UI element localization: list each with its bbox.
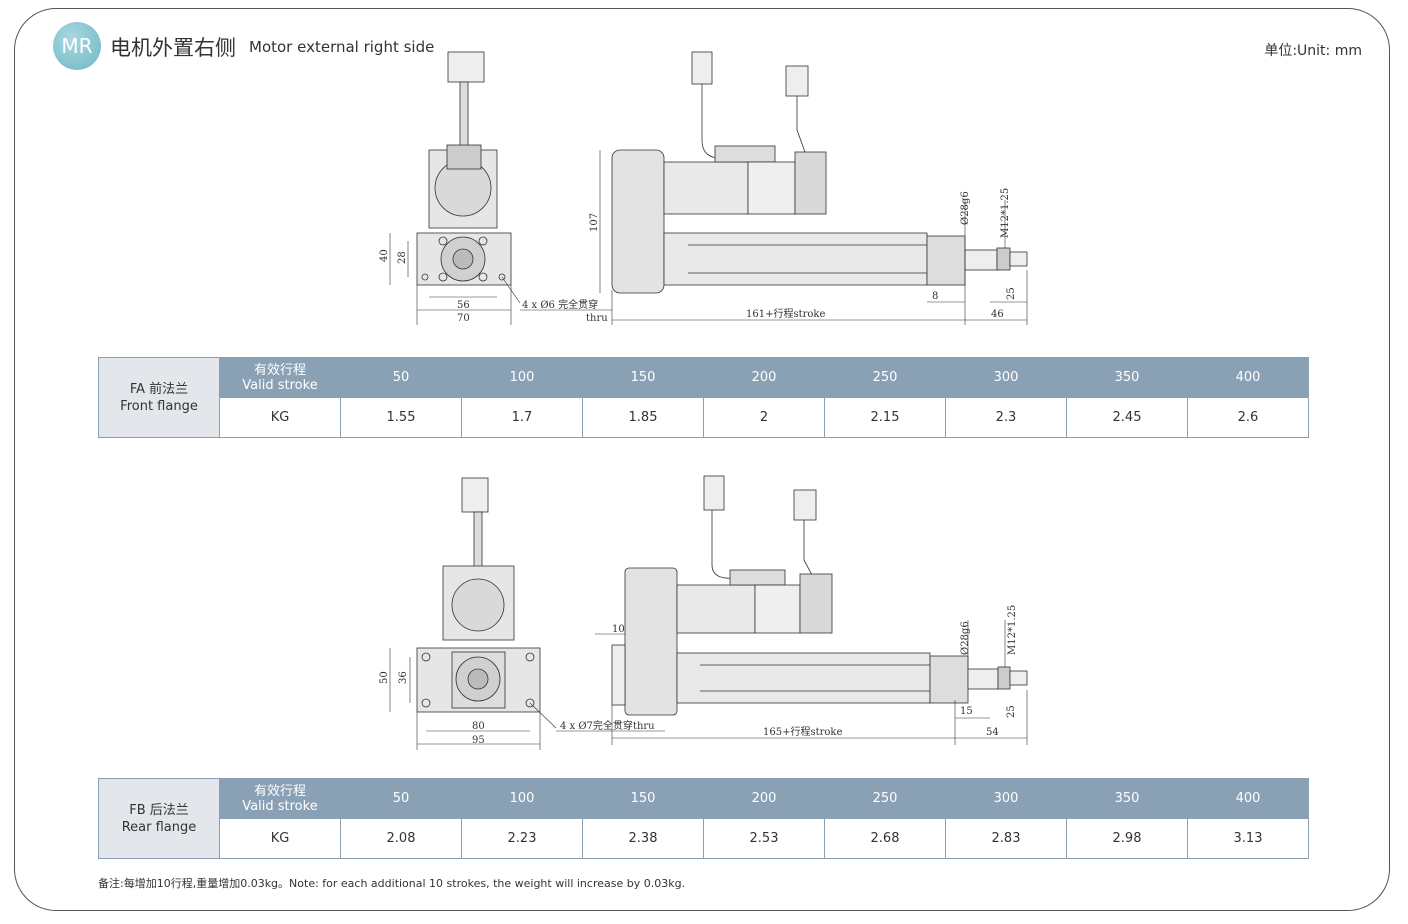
fa-dim-40: 40 [379, 249, 390, 262]
fa-end-view [416, 51, 512, 286]
fb-shaft: Ø28g6 [960, 621, 971, 655]
stroke-cell: 250 [824, 357, 946, 398]
unit-label: 单位:Unit: mm [1264, 43, 1362, 59]
fa-dim-28: 28 [397, 251, 408, 264]
weight-cell: 2.45 [1066, 397, 1188, 438]
stroke-header: 有效行程 Valid stroke [219, 357, 341, 398]
page-frame [14, 8, 1390, 911]
stroke-header-en: Valid stroke [242, 377, 318, 393]
fb-dim-36: 36 [398, 671, 409, 684]
fa-weight-table: FA 前法兰 Front flange 有效行程 Valid stroke 50… [98, 357, 1309, 438]
fb-label: FB 后法兰 Rear flange [98, 778, 220, 859]
table-row: KG 1.55 1.7 1.85 2 2.15 2.3 2.45 2.6 [99, 397, 1309, 438]
fa-dim-8: 8 [932, 291, 938, 302]
fa-thread: M12*1.25 [1000, 188, 1011, 238]
weight-cell: 2.6 [1187, 397, 1309, 438]
weight-cell: 2.3 [945, 397, 1067, 438]
stroke-cell: 150 [582, 778, 704, 819]
stroke-cell: 100 [461, 778, 583, 819]
fa-label: FA 前法兰 Front flange [98, 357, 220, 438]
fa-dimensions [389, 150, 1028, 325]
table-row: FB 后法兰 Rear flange 有效行程 Valid stroke 50 … [98, 778, 1309, 859]
weight-cell: 2.15 [824, 397, 946, 438]
fa-dim-56: 56 [457, 300, 470, 311]
fa-shaft: Ø28g6 [960, 191, 971, 225]
stroke-cell: 300 [945, 778, 1067, 819]
weight-cell: 2.23 [461, 818, 583, 859]
fa-label-cn: FA 前法兰 [129, 381, 189, 397]
fb-stroke: 165+行程stroke [763, 725, 842, 738]
fa-stroke: 161+行程stroke [746, 307, 825, 320]
fb-label-cn: FB 后法兰 [129, 802, 189, 818]
fb-weight-table: FB 后法兰 Rear flange 有效行程 Valid stroke 50 … [98, 778, 1309, 859]
table-row: KG 2.08 2.23 2.38 2.53 2.68 2.83 2.98 3.… [99, 818, 1309, 859]
kg-header: KG [219, 397, 341, 438]
fb-end-view [416, 477, 541, 713]
fb-side-view [611, 475, 1028, 716]
fa-dim-25: 25 [1006, 287, 1017, 300]
section-title-cn: 电机外置右侧 [110, 36, 236, 60]
weight-cell: 2 [703, 397, 825, 438]
fa-label-en: Front flange [120, 398, 198, 414]
fb-dimensions [389, 620, 1028, 750]
fa-side-view [611, 51, 1028, 294]
stroke-header-cn: 有效行程 [253, 362, 306, 378]
stroke-cell: 200 [703, 778, 825, 819]
stroke-cell: 50 [340, 778, 462, 819]
fb-dim-54: 54 [986, 727, 999, 738]
stroke-cell: 150 [582, 357, 704, 398]
section-badge: MR [53, 22, 101, 70]
stroke-cell: 100 [461, 357, 583, 398]
kg-header: KG [219, 818, 341, 859]
stroke-cell: 200 [703, 357, 825, 398]
fb-dim-15: 15 [960, 706, 973, 717]
weight-cell: 1.55 [340, 397, 462, 438]
fa-dim-46: 46 [991, 309, 1004, 320]
fa-dim-70: 70 [457, 313, 470, 324]
fa-hole-thru: thru [586, 313, 608, 324]
table-row: FA 前法兰 Front flange 有效行程 Valid stroke 50… [98, 357, 1309, 438]
weight-cell: 1.85 [582, 397, 704, 438]
weight-cell: 1.7 [461, 397, 583, 438]
stroke-cell: 250 [824, 778, 946, 819]
stroke-header-en: Valid stroke [242, 798, 318, 814]
fb-dim-25: 25 [1006, 705, 1017, 718]
stroke-cell: 50 [340, 357, 462, 398]
fb-label-en: Rear flange [121, 819, 197, 835]
weight-cell: 2.53 [703, 818, 825, 859]
fb-hole-note: 4 x Ø7完全贯穿thru [560, 719, 655, 732]
fb-dim-80: 80 [472, 721, 485, 732]
stroke-cell: 350 [1066, 778, 1188, 819]
stroke-header: 有效行程 Valid stroke [219, 778, 341, 819]
stroke-cell: 400 [1187, 778, 1309, 819]
fa-hole-note: 4 x Ø6 完全贯穿 [522, 298, 598, 311]
stroke-cell: 400 [1187, 357, 1309, 398]
weight-cell: 2.38 [582, 818, 704, 859]
weight-cell: 2.98 [1066, 818, 1188, 859]
fb-dim-95: 95 [472, 735, 485, 746]
weight-cell: 2.83 [945, 818, 1067, 859]
footnote: 备注:每增加10行程,重量增加0.03kg。Note: for each add… [98, 877, 686, 890]
stroke-cell: 350 [1066, 357, 1188, 398]
stroke-header-cn: 有效行程 [253, 783, 306, 799]
weight-cell: 3.13 [1187, 818, 1309, 859]
section-title-en: Motor external right side [249, 38, 435, 56]
fb-thread: M12*1.25 [1007, 605, 1018, 655]
stroke-cell: 300 [945, 357, 1067, 398]
fa-dim-107: 107 [589, 213, 600, 232]
fb-dim-10: 10 [612, 624, 625, 635]
weight-cell: 2.68 [824, 818, 946, 859]
weight-cell: 2.08 [340, 818, 462, 859]
fb-dim-50: 50 [379, 671, 390, 684]
